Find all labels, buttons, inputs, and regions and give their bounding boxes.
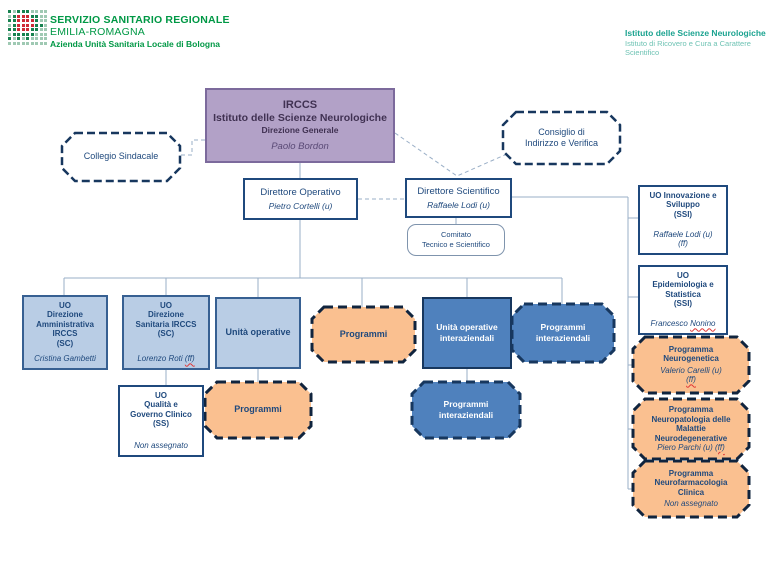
uo-qualita-title: UO Qualità e Governo Clinico (SS) (130, 391, 192, 429)
root-director-name: Paolo Bordon (271, 141, 329, 152)
uo-direzione-amministrativa-title: UO Direzione Amministrativa IRCCS (SC) (36, 301, 94, 348)
header-right: Istituto delle Scienze Neurologiche Isti… (625, 28, 768, 57)
unita-operative-box: Unità operative (215, 297, 301, 369)
uo-innovazione-name: Raffaele Lodi (u) (ff) (653, 229, 713, 249)
uo-direzione-amministrativa-box: UO Direzione Amministrativa IRCCS (SC) C… (22, 295, 108, 370)
header-left-line2: EMILIA-ROMAGNA (50, 26, 145, 38)
uo-direzione-sanitaria-box: UO Direzione Sanitaria IRCCS (SC) Lorenz… (122, 295, 210, 370)
root-line3: Direzione Generale (261, 125, 339, 135)
unita-operative-interaziendali-box: Unità operative interaziendali (422, 297, 512, 369)
uo-qualita-name: Non assegnato (134, 441, 188, 451)
direzione-generale-box: IRCCS Istituto delle Scienze Neurologich… (205, 88, 395, 163)
programmi-2-shape (203, 380, 313, 440)
header-right-line2: Istituto di Ricovero e Cura a Carattere … (625, 39, 751, 57)
header-right-line1: Istituto delle Scienze Neurologiche (625, 28, 766, 38)
uo-epidemiologia-title: UO Epidemiologia e Statistica (SSI) (652, 271, 714, 309)
comitato-tecnico-scientifico-box: Comitato Tecnico e Scientifico (407, 224, 505, 256)
dashed-connectors (180, 132, 508, 200)
header-left: SERVIZIO SANITARIO REGIONALE EMILIA-ROMA… (50, 14, 230, 49)
programmi-interaziendali-2-shape (410, 380, 522, 440)
uo-direzione-sanitaria-title: UO Direzione Sanitaria IRCCS (SC) (135, 301, 197, 339)
uo-epidemiologia-statistica-box: UO Epidemiologia e Statistica (SSI) Fran… (638, 265, 728, 335)
uo-direzione-amministrativa-name: Cristina Gambetti (34, 354, 96, 364)
collegio-sindacale-shape (60, 131, 182, 183)
programma-neurogenetica-shape (631, 335, 751, 395)
programmi-1-shape (310, 305, 417, 364)
root-line2: Istituto delle Scienze Neurologiche (213, 112, 387, 124)
direttore-operativo-name: Pietro Cortelli (u) (268, 200, 333, 211)
uo-qualita-governo-clinico-box: UO Qualità e Governo Clinico (SS) Non as… (118, 385, 204, 457)
ssr-logo (8, 10, 47, 45)
direttore-scientifico-title: Direttore Scientifico (417, 186, 500, 198)
programmi-interaziendali-1-shape (510, 302, 616, 364)
uo-innovazione-sviluppo-box: UO Innovazione e Sviluppo (SSI) Raffaele… (638, 185, 728, 255)
direttore-operativo-title: Direttore Operativo (260, 186, 341, 198)
programma-neurofarmacologia-shape (631, 459, 751, 519)
solid-connectors (63, 163, 638, 490)
direttore-scientifico-box: Direttore Scientifico Raffaele Lodi (u) (405, 178, 512, 218)
header-left-line1: SERVIZIO SANITARIO REGIONALE (50, 14, 230, 26)
header-left-line3: Azienda Unità Sanitaria Locale di Bologn… (50, 39, 221, 49)
consiglio-indirizzo-shape (501, 110, 622, 166)
uo-direzione-sanitaria-name: Lorenzo Roti (ff) (137, 354, 195, 364)
uo-innovazione-title: UO Innovazione e Sviluppo (SSI) (649, 191, 717, 219)
programma-neuropatologia-shape (631, 397, 751, 461)
root-line1: IRCCS (282, 99, 318, 111)
direttore-operativo-box: Direttore Operativo Pietro Cortelli (u) (243, 178, 358, 220)
uo-epidemiologia-name: Francesco Nonino (650, 319, 716, 329)
direttore-scientifico-name: Raffaele Lodi (u) (427, 199, 490, 210)
